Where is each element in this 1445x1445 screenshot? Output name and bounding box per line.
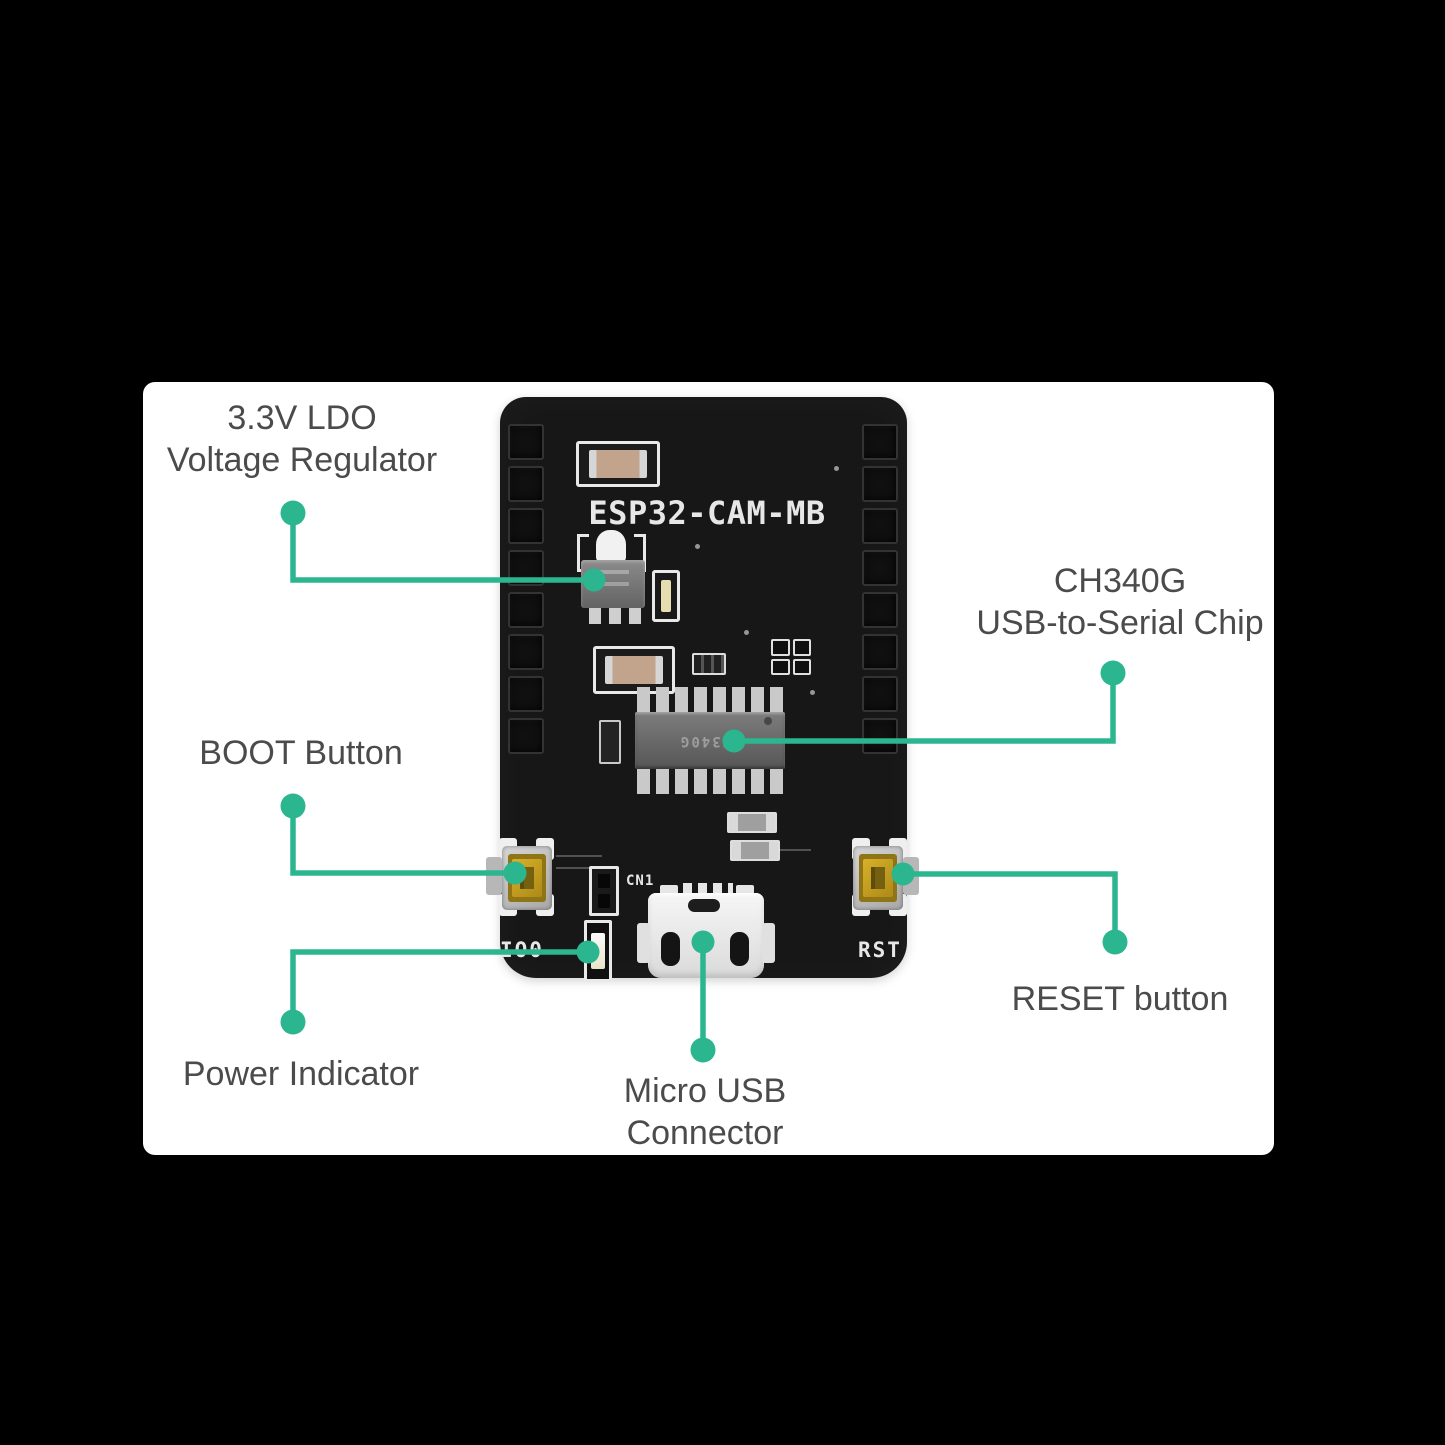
label-ch340g-line2: USB-to-Serial Chip (976, 604, 1264, 642)
header-socket (508, 550, 544, 586)
power-indicator-led (584, 920, 612, 982)
header-socket (862, 634, 898, 670)
pcb-trace (556, 867, 590, 869)
header-socket (508, 508, 544, 544)
boot-button (502, 846, 552, 910)
label-reset-line1: RESET button (1011, 980, 1229, 1018)
micro-usb-side-tab (637, 923, 650, 963)
ldo-pins (589, 608, 641, 624)
ch340g-pin1-dot (764, 717, 772, 725)
ch340g-chip: CH340G (635, 712, 785, 769)
capacitor-mid-body (605, 656, 663, 684)
ldo-regulator (581, 560, 645, 608)
header-socket (862, 424, 898, 460)
header-socket (508, 634, 544, 670)
ch340g-pins-top (637, 687, 783, 712)
pcb-trace (779, 849, 811, 851)
test-point (744, 630, 749, 635)
resistor-1 (727, 812, 777, 833)
label-power-indicator: Power Indicator (183, 1053, 419, 1095)
header-socket (508, 466, 544, 502)
micro-usb-shield-tab (660, 885, 678, 896)
label-boot-line1: BOOT Button (199, 734, 403, 772)
capacitor-top-body (589, 450, 647, 478)
test-point (695, 544, 700, 549)
diode-body (661, 580, 671, 612)
io0-silkscreen-label: IO0 (500, 938, 544, 962)
rst-silkscreen-label: RST (858, 938, 902, 962)
test-point (810, 690, 815, 695)
reset-button-core (863, 859, 893, 897)
label-ch340g-chip: CH340G USB-to-Serial Chip (976, 560, 1263, 644)
header-socket (508, 592, 544, 628)
micro-usb-shield-mark (688, 899, 720, 912)
ldo-marking (591, 570, 629, 574)
label-ch340g-line1: CH340G (1053, 562, 1187, 600)
header-socket (862, 550, 898, 586)
header-socket (862, 718, 898, 754)
reset-button (853, 846, 903, 910)
micro-usb-mount-slot (661, 932, 680, 966)
boot-button-stem (486, 857, 502, 895)
small-component (692, 653, 726, 675)
pin-header-right (862, 424, 898, 754)
capacitor-top (576, 441, 660, 487)
boot-button-notch (520, 867, 534, 889)
resistor-2 (730, 840, 780, 861)
board-silkscreen-title: ESP32-CAM-MB (588, 494, 826, 532)
pcb-trace (556, 855, 602, 857)
pin-header-left (508, 424, 544, 754)
header-socket (862, 466, 898, 502)
boot-button-core (512, 859, 542, 897)
power-led-body (591, 933, 605, 969)
header-socket (862, 592, 898, 628)
label-ldo-line1: 3.3V LDO (227, 399, 377, 437)
label-power-line1: Power Indicator (182, 1055, 420, 1093)
header-socket (508, 718, 544, 754)
transistor-component (599, 720, 621, 764)
micro-usb-shield-tab (736, 885, 754, 896)
ldo-heat-tab (596, 530, 626, 562)
header-socket (508, 676, 544, 712)
cn1-connector (589, 866, 619, 916)
ch340g-pins-bottom (637, 769, 783, 794)
micro-usb-pins (683, 883, 733, 895)
label-reset-button: RESET button (1012, 978, 1229, 1020)
micro-usb-side-tab (762, 923, 775, 963)
jumper-pads-2x2 (771, 639, 811, 675)
capacitor-mid (593, 646, 675, 694)
label-ldo-line2: Voltage Regulator (166, 441, 438, 479)
label-ldo-voltage-regulator: 3.3V LDO Voltage Regulator (167, 397, 437, 481)
label-boot-button: BOOT Button (199, 732, 402, 774)
header-socket (508, 424, 544, 460)
test-point (834, 466, 839, 471)
reset-button-frame (859, 854, 897, 902)
reset-button-stem (903, 857, 919, 895)
header-socket (862, 676, 898, 712)
reset-button-notch (871, 867, 885, 889)
label-usb-line1: Micro USB (623, 1072, 787, 1110)
diode-component (652, 570, 680, 622)
ch340g-chip-marking: CH340G (678, 732, 742, 749)
cn1-silkscreen-label: CN1 (626, 873, 655, 889)
micro-usb-mount-slot (730, 932, 749, 966)
boot-button-frame (508, 854, 546, 902)
label-micro-usb-connector: Micro USB Connector (624, 1070, 786, 1154)
label-usb-line2: Connector (626, 1114, 784, 1152)
header-socket (862, 508, 898, 544)
